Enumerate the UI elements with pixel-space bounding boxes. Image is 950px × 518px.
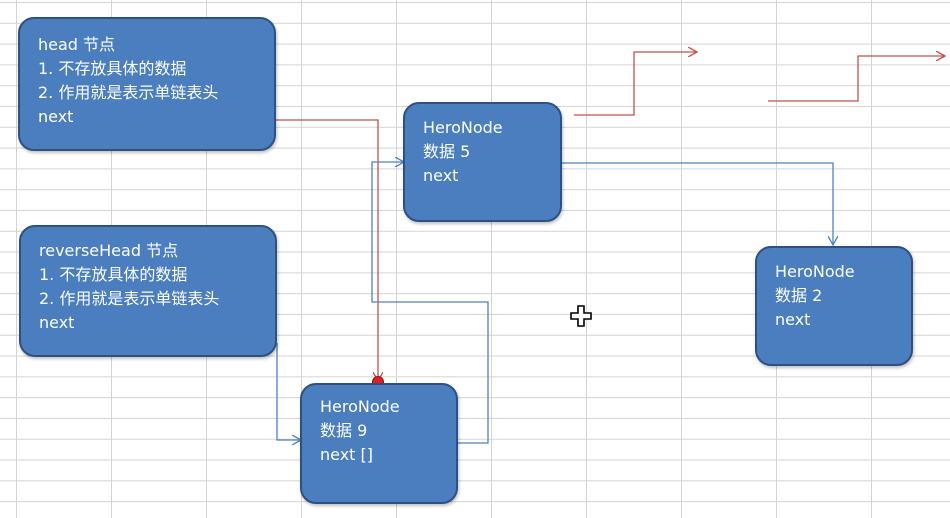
reverse-head-node-next-label: next xyxy=(39,313,75,332)
head-node[interactable]: head 节点 1. 不存放具体的数据 2. 作用就是表示单链表头 next xyxy=(18,17,276,151)
move-cursor-icon xyxy=(570,305,592,327)
head-node-desc-2: 2. 作用就是表示单链表头 xyxy=(38,83,219,102)
hero-node-5[interactable]: HeroNode 数据 5 next xyxy=(403,102,562,222)
reverse-head-node-desc-1: 1. 不存放具体的数据 xyxy=(39,265,188,284)
hero-node-5-next: next xyxy=(423,166,459,185)
hero-node-2-next: next xyxy=(775,310,811,329)
hero-node-9-data: 数据 9 xyxy=(320,421,368,440)
reverse-head-node[interactable]: reverseHead 节点 1. 不存放具体的数据 2. 作用就是表示单链表头… xyxy=(19,225,277,357)
reverse-head-node-title: reverseHead 节点 xyxy=(39,241,179,260)
head-node-desc-1: 1. 不存放具体的数据 xyxy=(38,59,187,78)
hero-node-2[interactable]: HeroNode 数据 2 next xyxy=(755,246,913,366)
hero-node-2-data: 数据 2 xyxy=(775,286,823,305)
hero-node-9[interactable]: HeroNode 数据 9 next [] xyxy=(300,383,458,504)
reverse-head-node-desc-2: 2. 作用就是表示单链表头 xyxy=(39,289,220,308)
hero-node-9-class: HeroNode xyxy=(320,397,400,416)
hero-node-2-class: HeroNode xyxy=(775,262,855,281)
hero-node-5-data: 数据 5 xyxy=(423,142,471,161)
head-node-title: head 节点 xyxy=(38,35,116,54)
reverse-head-next-arrow xyxy=(276,343,300,440)
head-node-next-label: next xyxy=(38,107,74,126)
hero5-next-arrow xyxy=(562,162,833,244)
step-arrow-2 xyxy=(768,56,944,102)
step-arrow-1 xyxy=(574,52,696,116)
hero-node-9-next: next [] xyxy=(320,445,374,464)
hero-node-5-class: HeroNode xyxy=(423,118,503,137)
